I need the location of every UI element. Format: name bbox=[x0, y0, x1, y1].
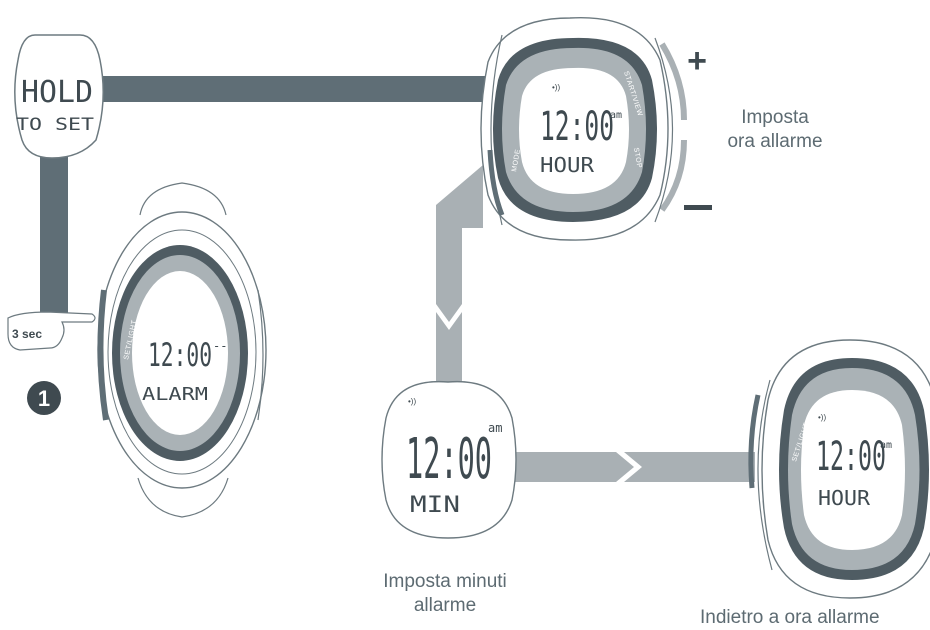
connector-hold-to-press bbox=[40, 150, 68, 320]
hand-icon bbox=[7, 311, 96, 351]
arrow-hour-to-min bbox=[436, 165, 483, 395]
watch-case bbox=[381, 380, 517, 539]
back-time-display: 12:00 bbox=[816, 434, 886, 480]
plus-button[interactable] bbox=[659, 42, 687, 121]
caption-back-to-hour: Indietro a ora allarme bbox=[700, 606, 930, 630]
to-set-label: TO SET bbox=[16, 115, 94, 135]
alarm-time-suffix: -- bbox=[213, 339, 227, 353]
mode-label: MODE bbox=[511, 148, 522, 172]
min-time-display: 12:00 bbox=[406, 427, 492, 492]
step-number: 1 bbox=[38, 386, 50, 411]
arrow-chevron-down bbox=[436, 304, 462, 330]
press-hand: 3 sec 1 bbox=[7, 311, 96, 415]
caption-set-hour: Imposta ora allarme bbox=[715, 106, 835, 154]
set-light-button[interactable] bbox=[748, 394, 761, 489]
alarm-mode-label: ALARM bbox=[142, 384, 208, 405]
arrow-chevron-right bbox=[616, 452, 642, 482]
back-mode-label: HOUR bbox=[818, 486, 871, 510]
hour-mode-label: HOUR bbox=[540, 153, 595, 177]
minus-sign bbox=[684, 205, 712, 210]
plus-sign: + bbox=[687, 42, 707, 80]
strap-top bbox=[139, 182, 227, 216]
min-ampm: am bbox=[488, 421, 502, 435]
hour-ampm: am bbox=[610, 110, 622, 121]
stop-label: STOP bbox=[632, 147, 643, 169]
signal-icon: •)) bbox=[408, 397, 416, 406]
caption-back-to-hour-text: Indietro a ora allarme bbox=[700, 607, 880, 628]
signal-icon: •)) bbox=[552, 83, 560, 92]
hold-label: HOLD bbox=[21, 75, 93, 110]
hour-time-display: 12:00 bbox=[540, 104, 614, 150]
press-duration: 3 sec bbox=[12, 327, 42, 341]
lcd-screen bbox=[519, 67, 629, 194]
lcd-screen bbox=[801, 390, 905, 550]
caption-set-hour-line2: ora allarme bbox=[727, 131, 823, 152]
minus-button[interactable] bbox=[659, 139, 687, 212]
alarm-time-display: 12:00 bbox=[148, 336, 212, 374]
caption-set-minutes-line1: Imposta minuti bbox=[383, 571, 507, 592]
watch-back: SET/LIGHT •)) 12:00 am HOUR bbox=[748, 339, 930, 599]
step-marker bbox=[27, 381, 61, 415]
caption-set-hour-line1: Imposta bbox=[741, 107, 809, 128]
back-ampm: am bbox=[880, 440, 892, 451]
caption-set-minutes: Imposta minuti allarme bbox=[355, 570, 535, 618]
watch-min: •)) 12:00 am MIN bbox=[381, 380, 517, 539]
min-mode-label: MIN bbox=[410, 493, 460, 518]
strap-bottom bbox=[137, 477, 229, 518]
connector-hold-to-hour bbox=[95, 76, 495, 102]
watch-main: SET/LIGHT 12:00 -- ALARM bbox=[97, 182, 267, 518]
watch-hour: START/VIEW STOP MODE •)) 12:00 am HOUR bbox=[480, 16, 687, 241]
hold-to-set-badge: HOLD TO SET bbox=[14, 34, 104, 159]
caption-set-minutes-line2: allarme bbox=[413, 595, 477, 616]
lcd-screen bbox=[132, 271, 228, 435]
signal-icon: •)) bbox=[818, 413, 826, 422]
set-light-button[interactable] bbox=[97, 289, 109, 421]
